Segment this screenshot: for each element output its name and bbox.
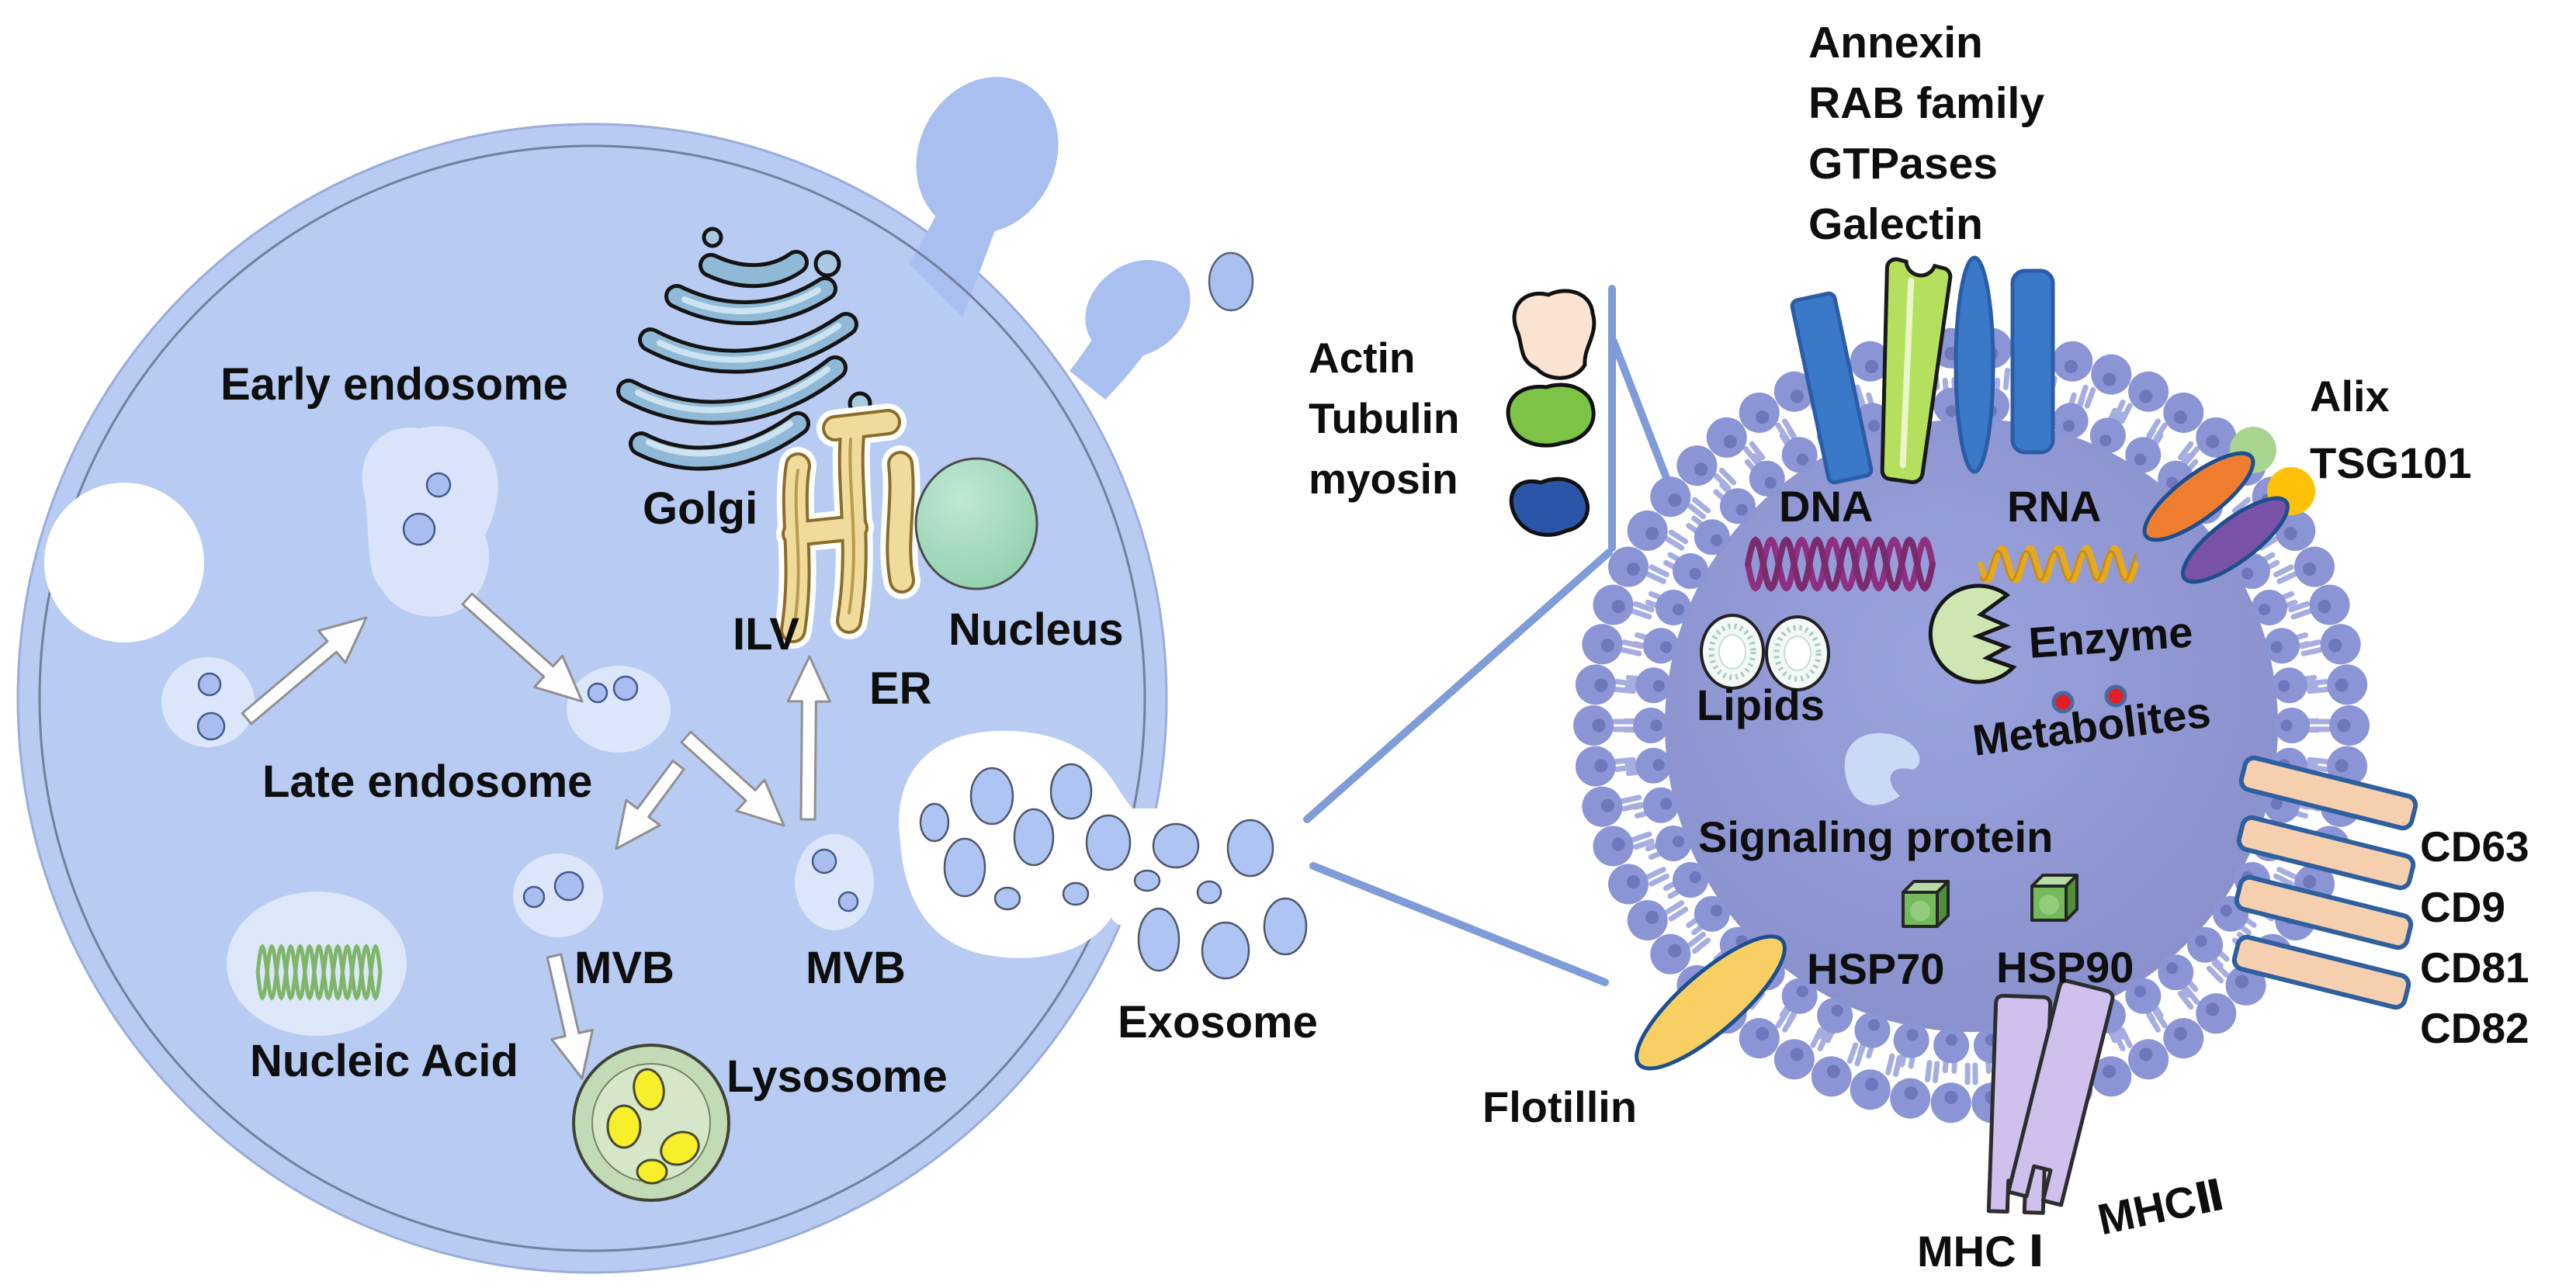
pathway-arrow-icon (680, 730, 785, 827)
exosome-detail (1573, 255, 2418, 1215)
ilv-dot (402, 512, 436, 546)
label-mhc1: MHC Ⅰ (1917, 1227, 2044, 1276)
label-actin: Actin (1309, 334, 1416, 382)
released-vesicle-icon (1208, 251, 1254, 312)
nucleic-acid-coil-icon (255, 943, 383, 1001)
label-lipids: Lipids (1697, 680, 1825, 729)
golgi-icon (616, 227, 872, 471)
lipids-icon (1700, 614, 1830, 691)
label-tetraspanins: CD63 CD9 CD81 CD82 (2420, 816, 2529, 1058)
rna-strand-icon (1978, 545, 2139, 583)
nucleus-icon (914, 457, 1038, 590)
cell (16, 77, 1308, 1274)
pathway-arrow-icon (546, 953, 594, 1080)
nucleic-acid-coil-icon (255, 943, 383, 1001)
tubulin-blob-icon (1506, 383, 1596, 448)
pathway-arrow-icon (241, 616, 368, 725)
label-nucleus: Nucleus (948, 604, 1124, 655)
label-hsp90: HSP90 (1996, 943, 2134, 992)
ilv-dot (196, 712, 226, 741)
ilv-dot (612, 675, 639, 701)
membrane-bud-icon (916, 77, 1059, 234)
membrane-bud2-icon (1085, 260, 1191, 358)
cell-inner-membrane-line (38, 144, 1146, 1252)
escrt-purple-icon (2181, 496, 2290, 584)
label-annexin: Annexin (1808, 18, 1983, 68)
label-lysosome: Lysosome (726, 1051, 948, 1102)
escrt-orange-icon (2142, 451, 2255, 542)
ilv-dot (522, 885, 546, 909)
metabolites-icon (2051, 684, 2127, 714)
hsp70-cube-icon (1902, 880, 1950, 928)
label-myosin: myosin (1309, 455, 1458, 503)
label-alix: Alix (2310, 372, 2390, 421)
pathway-arrow-icon (786, 655, 831, 821)
label-nucleic-acid: Nucleic Acid (250, 1036, 518, 1086)
label-tsg101: TSG101 (2310, 438, 2472, 487)
label-early-endosome: Early endosome (220, 359, 569, 410)
endocytosis-notch (44, 483, 204, 642)
ilv-dot (837, 891, 859, 912)
hsp90-cube-icon (2030, 874, 2078, 922)
label-hsp70: HSP70 (1807, 944, 1945, 993)
label-cd82: CD82 (2420, 1004, 2529, 1052)
ilv-dot (587, 682, 608, 704)
zoom-wedge-lines (1303, 285, 1676, 986)
mhc2-icon (2006, 978, 2115, 1207)
label-mvb-left: MVB (574, 943, 674, 993)
dna-helix-icon (1745, 536, 1936, 592)
exosome-cluster (919, 763, 1308, 980)
label-cd63: CD63 (2420, 822, 2529, 871)
label-flotillin: Flotillin (1482, 1082, 1638, 1131)
transmembrane-protein-icon (1954, 255, 1995, 474)
label-er: ER (869, 663, 932, 714)
label-galectin: Galectin (1808, 199, 1983, 249)
transmembrane-protein-icon (2010, 268, 2055, 455)
label-cd81: CD81 (2420, 943, 2529, 992)
receptor-channel-icon (1880, 257, 1953, 484)
label-late-endosome: Late endosome (262, 757, 593, 807)
er-icon (775, 403, 920, 649)
pathway-arrow-icon (461, 592, 584, 703)
myosin-blob-icon (1509, 476, 1590, 537)
signaling-protein-icon (1844, 732, 1920, 805)
label-cd9: CD9 (2420, 883, 2506, 931)
pathway-arrows (241, 592, 831, 1080)
flotillin-icon (1635, 934, 1787, 1071)
cytoskeleton-blobs (1506, 289, 1597, 537)
label-signaling-protein: Signaling protein (1698, 812, 2054, 861)
transmembrane-protein-icon (1790, 291, 1874, 485)
escrt-complex-icon (2142, 427, 2315, 584)
ilv-dot (197, 672, 222, 697)
label-dna: DNA (1779, 482, 1874, 531)
lysosome-granules (606, 1068, 700, 1185)
pathway-arrow-icon (615, 760, 685, 850)
label-gtpases: GTPases (1808, 139, 1998, 189)
label-mvb-right: MVB (806, 943, 906, 993)
actin-blob-icon (1512, 289, 1597, 380)
label-rab-family: RAB family (1808, 78, 2045, 128)
mvb-right-icon (795, 834, 874, 930)
label-cytoskeleton: Actin Tubulin myosin (1309, 327, 1459, 509)
ilv-dot (553, 871, 584, 902)
label-tubulin: Tubulin (1309, 394, 1460, 442)
label-rna: RNA (2007, 482, 2102, 531)
label-ilv: ILV (733, 609, 799, 660)
enzyme-icon (1928, 583, 2017, 684)
label-golgi: Golgi (643, 483, 758, 534)
label-exosome: Exosome (1118, 997, 1318, 1047)
ilv-dot (425, 472, 452, 498)
ilv-dot (811, 848, 837, 874)
label-surface-proteins: Annexin RAB family GTPases Galectin (1808, 12, 2044, 254)
rna-strand-icon (1979, 549, 2137, 582)
endocytic-vesicle-icon (161, 657, 255, 747)
tetraspanin-bars-icon (2231, 755, 2418, 1010)
